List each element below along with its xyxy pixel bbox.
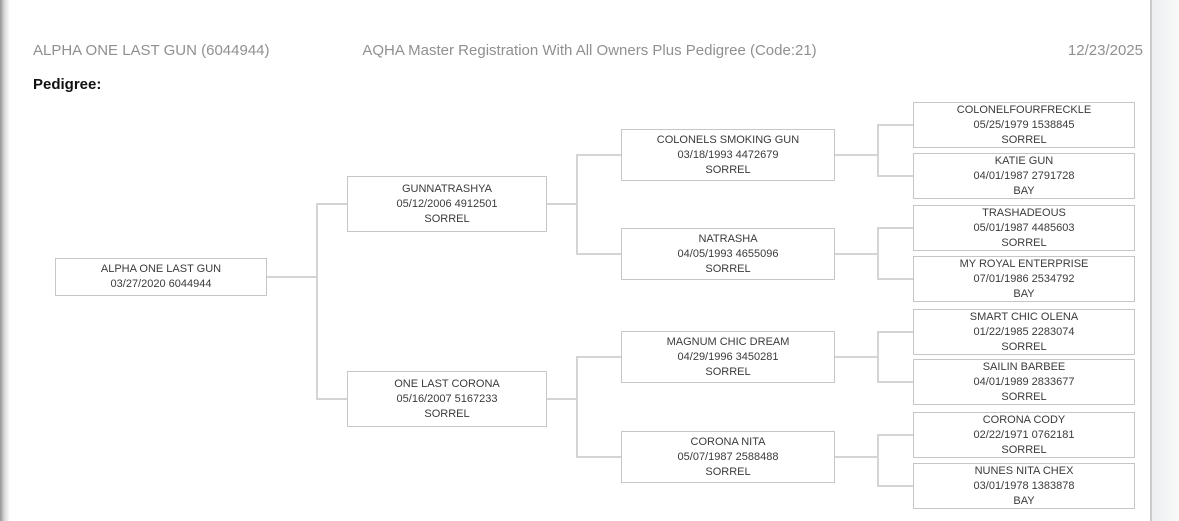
horse-name: GUNNATRASHYA bbox=[401, 182, 493, 195]
connector-line bbox=[576, 456, 621, 458]
horse-name: CORONA CODY bbox=[982, 413, 1066, 426]
horse-foal-date-reg: 05/12/2006 4912501 bbox=[396, 197, 498, 210]
page-right-border bbox=[1150, 0, 1152, 521]
horse-name: ONE LAST CORONA bbox=[394, 377, 500, 390]
horse-foal-date-reg: 03/01/1978 1383878 bbox=[973, 479, 1075, 492]
connector-line bbox=[877, 331, 913, 333]
horse-foal-date-reg: 07/01/1986 2534792 bbox=[973, 272, 1075, 285]
connector-line bbox=[316, 203, 347, 205]
horse-name: CORONA NITA bbox=[690, 435, 766, 448]
connector-line bbox=[877, 124, 879, 177]
connector-line bbox=[576, 356, 578, 458]
horse-color: SORREL bbox=[424, 212, 470, 225]
horse-foal-date-reg: 04/05/1993 4655096 bbox=[677, 247, 779, 260]
horse-foal-date-reg: 05/01/1987 4485603 bbox=[973, 221, 1075, 234]
horse-color: SORREL bbox=[1001, 133, 1047, 146]
horse-color: BAY bbox=[1013, 184, 1035, 197]
connector-line bbox=[576, 154, 621, 156]
horse-name: NUNES NITA CHEX bbox=[974, 464, 1074, 477]
horse-color: SORREL bbox=[705, 365, 751, 378]
horse-color: SORREL bbox=[424, 407, 470, 420]
connector-line bbox=[877, 331, 879, 383]
horse-foal-date-reg: 04/01/1987 2791728 bbox=[973, 169, 1075, 182]
connector-line bbox=[835, 253, 877, 255]
connector-line bbox=[877, 278, 913, 280]
horse-color: SORREL bbox=[1001, 443, 1047, 456]
connector-line bbox=[877, 227, 879, 280]
connector-line bbox=[877, 434, 879, 487]
connector-line bbox=[835, 356, 877, 358]
horse-color: SORREL bbox=[705, 465, 751, 478]
horse-name: COLONELS SMOKING GUN bbox=[656, 133, 800, 146]
horse-name: MY ROYAL ENTERPRISE bbox=[959, 257, 1089, 270]
horse-name: SAILIN BARBEE bbox=[982, 360, 1066, 373]
horse-color: BAY bbox=[1013, 494, 1035, 507]
horse-foal-date-reg: 03/18/1993 4472679 bbox=[677, 148, 779, 161]
report-date: 12/23/2025 bbox=[1067, 42, 1143, 59]
horse-foal-date-reg: 05/25/1979 1538845 bbox=[973, 118, 1075, 131]
connector-line bbox=[835, 154, 877, 156]
horse-color: SORREL bbox=[1001, 340, 1047, 353]
report-subject-title: ALPHA ONE LAST GUN (6044944) bbox=[33, 42, 270, 59]
horse-name: KATIE GUN bbox=[994, 154, 1054, 167]
connector-line bbox=[877, 434, 913, 436]
connector-line bbox=[877, 124, 913, 126]
horse-color: SORREL bbox=[1001, 390, 1047, 403]
horse-foal-date-reg: 04/01/1989 2833677 bbox=[973, 375, 1075, 388]
page-left-edge-shadow bbox=[0, 0, 10, 521]
report-title: AQHA Master Registration With All Owners… bbox=[362, 42, 817, 59]
connector-line bbox=[877, 485, 913, 487]
connector-line bbox=[576, 356, 621, 358]
horse-color: SORREL bbox=[705, 262, 751, 275]
page-right-margin bbox=[1152, 0, 1179, 521]
connector-line bbox=[877, 381, 913, 383]
horse-name: ALPHA ONE LAST GUN bbox=[100, 263, 222, 275]
horse-color: SORREL bbox=[1001, 236, 1047, 249]
horse-foal-date-reg: 05/16/2007 5167233 bbox=[396, 392, 498, 405]
horse-name: TRASHADEOUS bbox=[982, 206, 1066, 219]
connector-line bbox=[316, 203, 318, 400]
horse-name: MAGNUM CHIC DREAM bbox=[666, 335, 790, 348]
connector-line bbox=[576, 253, 621, 255]
connector-line bbox=[267, 276, 316, 278]
horse-color: BAY bbox=[1013, 287, 1035, 300]
connector-line bbox=[547, 203, 576, 205]
horse-foal-date-reg: 03/27/2020 6044944 bbox=[110, 278, 212, 290]
horse-name: COLONELFOURFRECKLE bbox=[956, 103, 1092, 116]
horse-name: SMART CHIC OLENA bbox=[969, 310, 1079, 323]
horse-name: NATRASHA bbox=[698, 232, 758, 245]
connector-line bbox=[877, 227, 913, 229]
horse-foal-date-reg: 02/22/1971 0762181 bbox=[973, 428, 1075, 441]
pedigree-section-label: Pedigree: bbox=[33, 76, 102, 93]
pedigree-node: ALPHA ONE LAST GUN 03/27/2020 6044944 bbox=[55, 258, 267, 296]
connector-line bbox=[835, 456, 877, 458]
horse-foal-date-reg: 05/07/1987 2588488 bbox=[677, 450, 779, 463]
connector-line bbox=[316, 398, 347, 400]
horse-foal-date-reg: 04/29/1996 3450281 bbox=[677, 350, 779, 363]
connector-line bbox=[877, 175, 913, 177]
connector-line bbox=[576, 154, 578, 255]
horse-color: SORREL bbox=[705, 163, 751, 176]
horse-foal-date-reg: 01/22/1985 2283074 bbox=[973, 325, 1075, 338]
connector-line bbox=[547, 398, 576, 400]
